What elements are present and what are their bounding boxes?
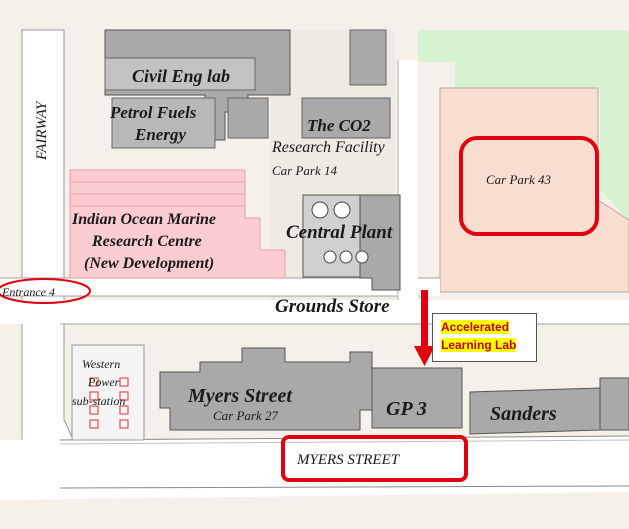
grounds-store-label: Grounds Store <box>275 296 390 317</box>
entrance-4-label: Entrance 4 <box>1 285 55 299</box>
co2-label-1: The CO2 <box>307 116 371 135</box>
entrance-road <box>0 278 440 296</box>
green-area <box>418 30 629 220</box>
iomrc-label-2: Research Centre <box>91 233 202 250</box>
fairway-label: FAIRWAY <box>34 100 50 161</box>
iomrc-building <box>69 169 286 279</box>
callout-line-1: Accelerated <box>441 320 510 334</box>
arrow-down-icon <box>414 290 435 366</box>
car-park-43-highlight <box>459 136 599 236</box>
car-park-14-label: Car Park 14 <box>272 163 338 178</box>
gp3-building <box>371 367 463 429</box>
petrol-fuels-building <box>111 97 216 149</box>
gp3-label: GP 3 <box>386 398 427 420</box>
co2-building <box>301 97 391 139</box>
western-power-label-2: Power <box>87 375 120 389</box>
myers-street-highlight <box>281 435 468 482</box>
western-power-label-1: Western <box>82 357 120 371</box>
sanders-label: Sanders <box>490 403 557 425</box>
callout-line-2: Learning Lab <box>441 338 517 352</box>
central-plant-label: Central Plant <box>286 222 393 243</box>
top-building <box>349 29 387 86</box>
car-park-27-label: Car Park 27 <box>213 408 279 423</box>
cooling-towers <box>311 201 369 264</box>
western-power-label-3: sub-station <box>72 394 125 408</box>
myers-street-bldg-label: Myers Street <box>187 385 293 407</box>
energy-label: Energy <box>134 125 186 144</box>
myers-street-building <box>159 347 373 431</box>
iomrc-label-3: (New Development) <box>84 255 214 272</box>
car-park-43-label: Car Park 43 <box>486 172 552 187</box>
iomrc-label-1: Indian Ocean Marine <box>71 211 216 228</box>
fairway-road <box>21 29 79 461</box>
co2-label-2: Research Facility <box>271 139 386 156</box>
myers-street-label: MYERS STREET <box>296 452 401 468</box>
western-power-substation <box>71 344 145 441</box>
petrol-fuels-label: Petrol Fuels <box>109 103 197 122</box>
service-road <box>398 60 418 320</box>
civil-eng-label: Civil Eng lab <box>132 66 230 86</box>
myers-street-road <box>0 436 629 500</box>
entrance-4-highlight <box>0 278 91 304</box>
accelerated-learning-lab-callout: Accelerated Learning Lab <box>432 313 537 362</box>
